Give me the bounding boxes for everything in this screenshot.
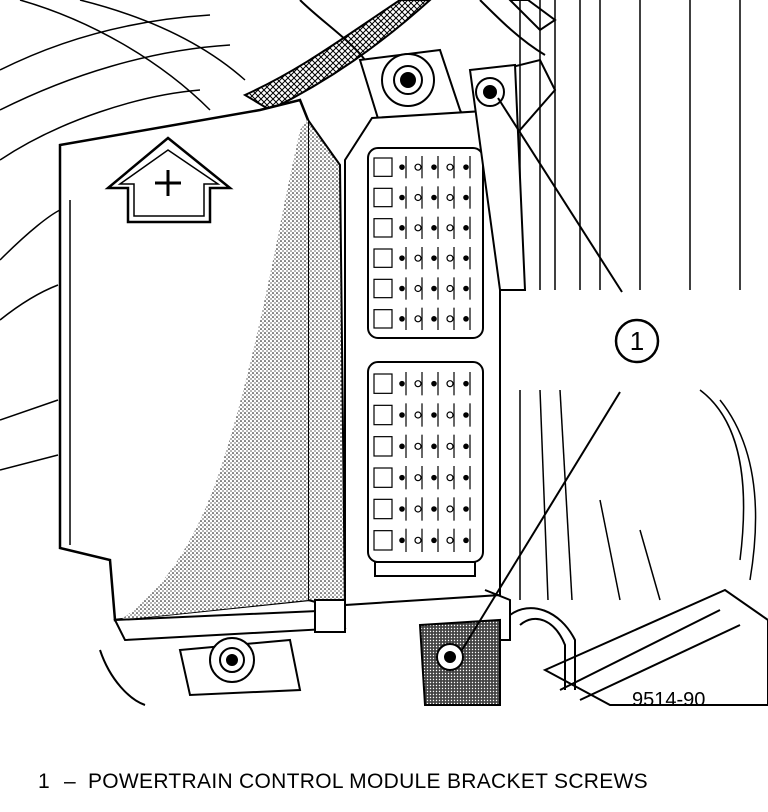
lower-right-component: [509, 588, 768, 706]
figure-id: 9514-90: [632, 689, 705, 711]
legend-text: POWERTRAIN CONTROL MODULE BRACKET SCREWS: [87, 770, 648, 793]
up-arrow-plus-icon: [104, 136, 234, 224]
legend: 1–POWERTRAIN CONTROL MODULE BRACKET SCRE…: [38, 770, 648, 794]
svg-text:1: 1: [630, 326, 644, 356]
lower-left-mount: [99, 637, 302, 706]
legend-separator: –: [63, 770, 76, 793]
callout-leaders: [461, 97, 623, 651]
lower-connector-pins: [373, 372, 471, 552]
wiring-harness: [242, 0, 557, 112]
pcm-connector-block: [314, 108, 501, 633]
right-panel: [519, 0, 757, 601]
upper-connector-pins: [373, 156, 471, 330]
legend-number: 1: [38, 770, 50, 793]
background-trim-lines: [0, 0, 246, 471]
pcm-housing: [58, 98, 347, 642]
pcm-bracket: [418, 63, 527, 706]
callout-1: 1: [614, 318, 660, 364]
